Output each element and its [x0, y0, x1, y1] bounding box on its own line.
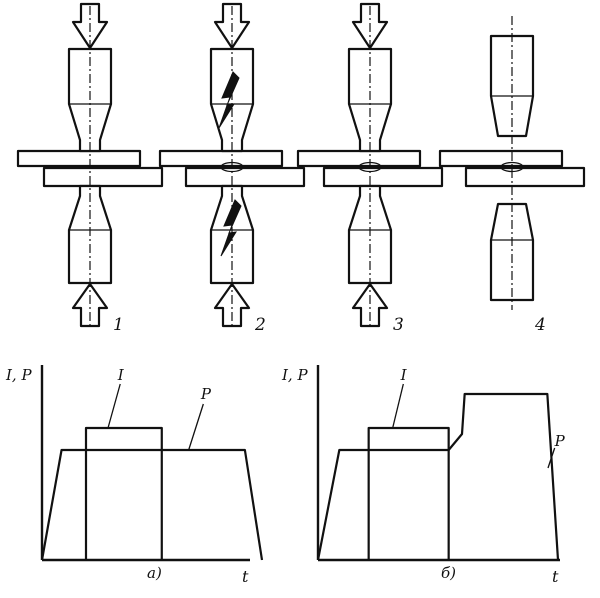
current-leader — [107, 383, 121, 429]
pressure-curve — [40, 448, 264, 561]
lower-electrode — [489, 202, 535, 302]
stage-label: 1 — [113, 315, 124, 335]
x-axis-label: t — [242, 567, 249, 586]
pressure-curve — [316, 392, 560, 561]
stage-4: 4 — [438, 16, 586, 335]
pressure-label: P — [200, 385, 212, 403]
top-sheet — [438, 149, 564, 168]
current-curve — [84, 426, 163, 560]
current-curve — [367, 426, 450, 560]
pressure-leader — [547, 447, 556, 469]
top-sheet — [158, 149, 284, 168]
y-axis-label: I, P — [281, 366, 308, 384]
weld-nugget — [220, 161, 244, 173]
bottom-sheet — [322, 166, 444, 188]
top-sheet — [296, 149, 422, 168]
stage-label: 4 — [534, 315, 546, 335]
cycle-charts: I, P t а) I P I, P t б) I P — [5, 365, 566, 586]
stage-label: 2 — [254, 315, 266, 335]
chart-b: I, P t б) I P — [281, 365, 566, 586]
stage-2: 2 — [158, 2, 306, 335]
current-label: I — [400, 366, 408, 384]
stage-3: 3 — [296, 2, 444, 335]
bottom-sheet — [42, 166, 164, 188]
stage-1: 1 — [16, 2, 164, 335]
chart-caption: б) — [441, 564, 456, 582]
chart-caption: а) — [147, 564, 162, 582]
weld-nugget — [500, 161, 524, 173]
x-axis-label: t — [552, 567, 559, 586]
y-axis-label: I, P — [5, 366, 32, 384]
spark-icon — [220, 199, 242, 257]
pressure-label: P — [554, 432, 566, 450]
current-leader — [392, 383, 404, 429]
current-label: I — [117, 366, 125, 384]
weld-nugget — [358, 161, 382, 173]
bottom-sheet — [464, 166, 586, 188]
welding-stages: 1 2 3 4 — [16, 2, 586, 335]
bottom-sheet — [184, 166, 306, 188]
stage-label: 3 — [393, 315, 404, 335]
chart-a: I, P t а) I P — [5, 365, 264, 586]
top-sheet — [16, 149, 142, 168]
pressure-leader — [188, 403, 204, 451]
spark-icon — [218, 71, 240, 129]
